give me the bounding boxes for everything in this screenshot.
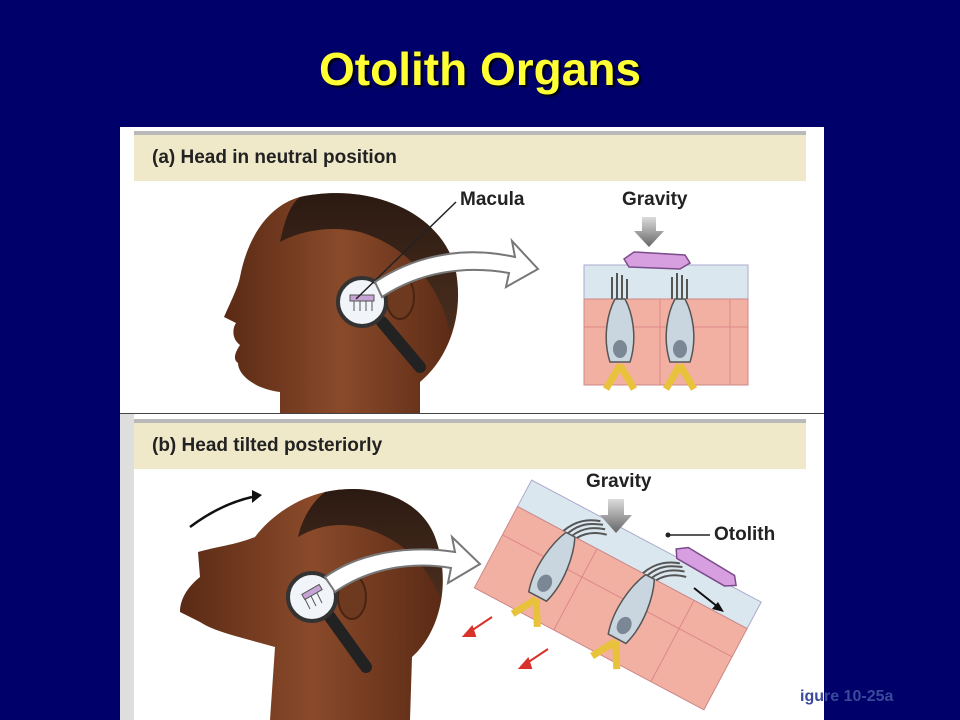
gravity-arrow-a-icon — [634, 217, 664, 247]
head-a-hair — [280, 193, 458, 332]
otolith-figure: (a) Head in neutral position (b) Head ti… — [120, 127, 824, 720]
panel-a-header: (a) Head in neutral position — [134, 131, 806, 181]
otolith-crystal-a — [622, 251, 692, 270]
label-gravity-b: Gravity — [586, 471, 652, 492]
slide-title: Otolith Organs — [319, 43, 641, 95]
label-otolith: Otolith — [714, 524, 776, 545]
figure-caption: igure 10-25a — [800, 688, 894, 705]
macula-cells-neutral — [583, 251, 749, 391]
macula-pointer — [355, 201, 457, 300]
arrow-b-icon — [323, 534, 482, 594]
otolith-crystal-b — [675, 546, 737, 587]
tilt-arrow-icon — [189, 495, 253, 529]
head-b-hair — [298, 489, 443, 597]
label-gravity-a: Gravity — [622, 189, 688, 210]
panel-b-header: (b) Head tilted posteriorly — [134, 419, 806, 469]
label-macula: Macula — [460, 189, 525, 210]
arrow-a-icon — [373, 237, 540, 299]
panel-b-title: (b) Head tilted posteriorly — [152, 435, 383, 456]
panel-divider — [120, 413, 824, 414]
figure-illustration — [180, 193, 762, 720]
gravity-arrow-b-icon — [600, 499, 632, 533]
figure-edge — [120, 127, 134, 413]
figure-edge-lower — [120, 414, 134, 720]
signal-arrows — [461, 616, 549, 669]
magnifier-a-icon — [336, 276, 426, 373]
magnifier-b-icon — [286, 571, 372, 673]
panel-a-title: (a) Head in neutral position — [152, 147, 397, 168]
slide-arrow-icon — [693, 587, 719, 608]
macula-cells-tilted — [473, 479, 762, 711]
